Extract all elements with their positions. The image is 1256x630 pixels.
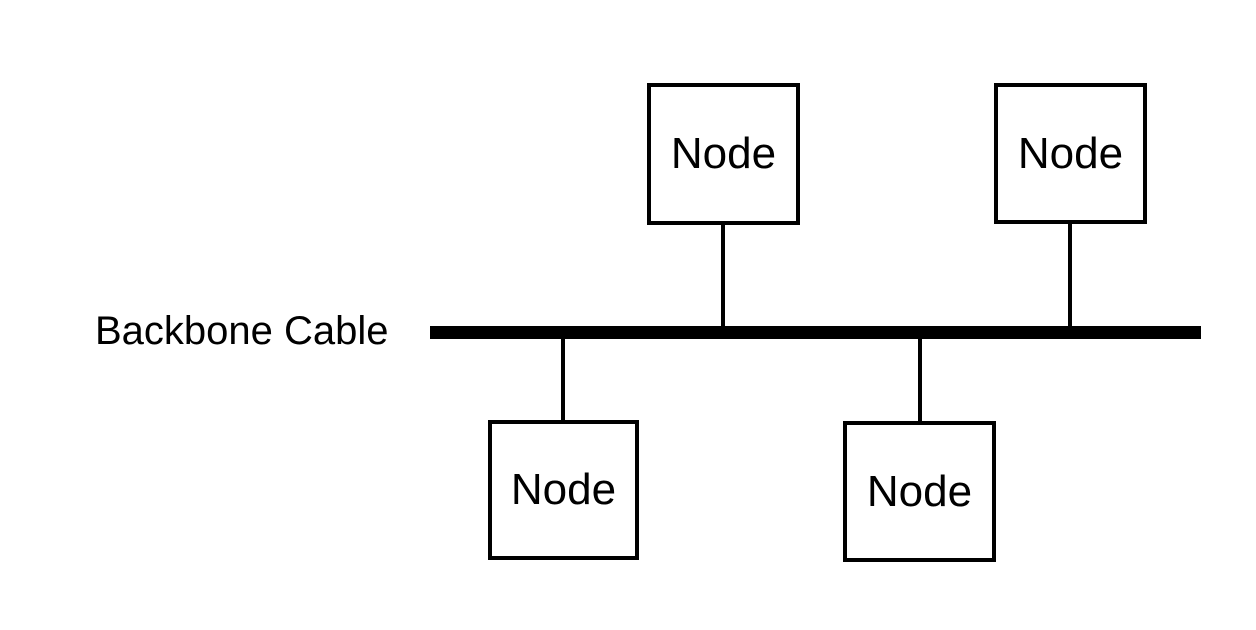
- connector-line-top-left: [721, 223, 725, 327]
- node-label: Node: [866, 466, 973, 516]
- node-label: Node: [670, 129, 777, 178]
- connector-line-top-right: [1068, 222, 1072, 327]
- connector-line-bottom-right: [918, 338, 922, 423]
- node-label: Node: [510, 465, 617, 514]
- node-box-bottom-right: Node: [843, 421, 996, 562]
- node-box-top-right: Node: [994, 83, 1147, 224]
- backbone-cable-line: [430, 326, 1201, 339]
- backbone-cable-label: Backbone Cable: [95, 309, 389, 353]
- node-label: Node: [1017, 128, 1124, 178]
- node-box-bottom-left: Node: [488, 420, 639, 560]
- connector-line-bottom-left: [561, 338, 565, 422]
- node-box-top-left: Node: [647, 83, 800, 225]
